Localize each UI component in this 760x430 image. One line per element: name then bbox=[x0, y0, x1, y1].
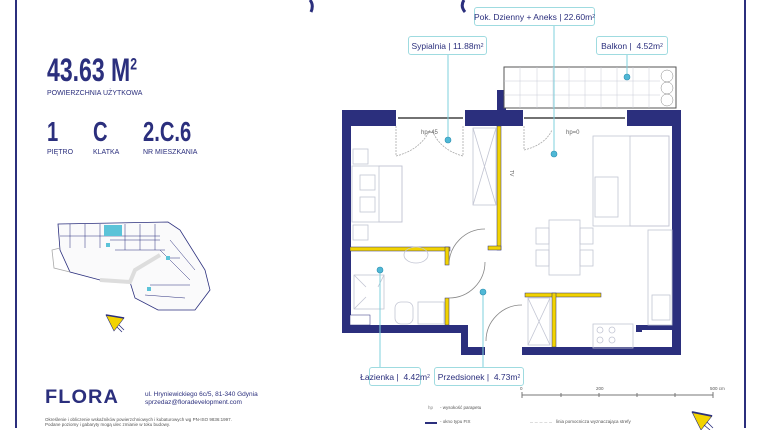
stair-caption: KLATKA bbox=[93, 149, 120, 156]
email-link[interactable]: sprzedaz@floradevelopment.com bbox=[145, 399, 242, 406]
site-plan-thumbnail bbox=[51, 221, 211, 311]
unit-caption: NR MIESZKANIA bbox=[143, 149, 198, 156]
floor-value: 1 bbox=[47, 116, 59, 147]
zone-line-swatch bbox=[530, 422, 552, 423]
scale-tick-0: 0 bbox=[520, 386, 523, 391]
legend-hp-text: - wysokość parapetu bbox=[440, 405, 482, 410]
balcony bbox=[503, 66, 677, 109]
unit-value: 2.C.6 bbox=[143, 116, 192, 147]
outer-walls bbox=[308, 0, 681, 355]
disclaimer-2: Podane poziomy i gabaryty mogą ulec zmia… bbox=[45, 422, 170, 427]
scale-bar bbox=[521, 392, 714, 398]
flora-logo: FLORA bbox=[45, 387, 119, 408]
fix-window-swatch bbox=[425, 422, 437, 424]
highlighted-unit bbox=[104, 225, 122, 236]
living-marker bbox=[550, 150, 558, 158]
lazienka-marker bbox=[376, 266, 384, 274]
legend-fix-text: - okno typu FIX bbox=[440, 419, 471, 424]
scale-tick-200: 200 bbox=[596, 386, 604, 391]
legend-hp-key: hp bbox=[428, 405, 434, 410]
area-caption: POWIERZCHNIA UŻYTKOWA bbox=[47, 90, 143, 97]
scale-tick-500: 500 cm bbox=[710, 386, 725, 391]
hp-living: hp=0 bbox=[566, 130, 580, 136]
hp-bedroom: hp=45 bbox=[421, 130, 439, 136]
compass-icon bbox=[691, 411, 714, 430]
stair-value: C bbox=[93, 116, 108, 147]
interior-walls bbox=[349, 125, 602, 348]
address: ul. Hryniewickiego 6c/5, 81-340 Gdynia bbox=[145, 391, 258, 398]
przedsionek-marker bbox=[479, 288, 487, 296]
compass-icon bbox=[105, 314, 125, 333]
frame-right-line bbox=[744, 0, 746, 428]
sypialnia-marker bbox=[444, 136, 452, 144]
frame-left-line bbox=[15, 0, 17, 428]
area-value: 43.63 M2 bbox=[47, 52, 138, 88]
furniture bbox=[351, 126, 673, 349]
disclaimer-1: Określenie i obliczenie wskaźników powie… bbox=[45, 417, 232, 422]
legend-zone-text: linia pomocnicza wyznaczająca strefy bbox=[556, 419, 631, 424]
room-leader-lines bbox=[379, 26, 628, 367]
floor-caption: PIĘTRO bbox=[47, 149, 74, 156]
tv-label: TV bbox=[508, 170, 514, 177]
balkon-marker bbox=[623, 73, 631, 81]
